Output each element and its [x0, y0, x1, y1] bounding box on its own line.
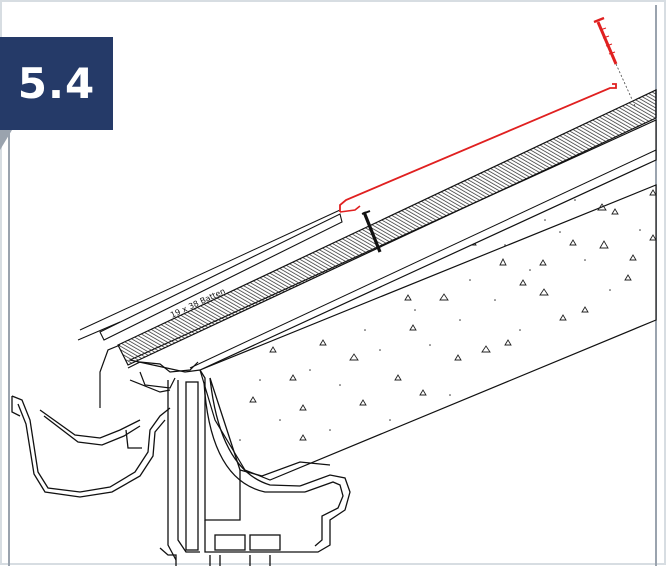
batten-screw-icon [361, 210, 382, 253]
red-flashing-lip [339, 205, 361, 213]
batten [99, 213, 343, 341]
deck-board [128, 119, 657, 373]
batten-end-line [77, 321, 121, 341]
window-frame-profile [159, 369, 351, 566]
badge-tab [0, 130, 12, 150]
batten-top-line [79, 209, 341, 331]
step-number: 5.4 [17, 59, 96, 108]
eaves-bracket [99, 344, 199, 408]
insulation-board [117, 89, 657, 366]
step-number-badge: 5.4 [0, 37, 113, 130]
concrete-dots [239, 199, 641, 441]
gutter [11, 395, 171, 498]
red-flashing [339, 83, 617, 212]
concrete-slab [199, 184, 657, 481]
deck-line [189, 149, 657, 369]
red-screw-icon [593, 16, 636, 107]
